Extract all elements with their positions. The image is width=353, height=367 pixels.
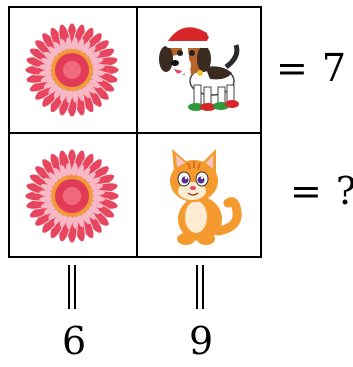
flower-inner-petal xyxy=(59,38,67,53)
row2-result: ? xyxy=(336,169,353,213)
flower-inner-petal xyxy=(39,70,54,77)
flower-inner-petal xyxy=(39,190,54,197)
flower-icon xyxy=(24,22,120,118)
row1-equation: =7 xyxy=(276,49,346,87)
col1-equals-sign xyxy=(66,265,78,309)
flower-inner-petal xyxy=(53,85,63,99)
flower-inner-petal xyxy=(89,57,104,65)
flower-inner-petal xyxy=(81,85,91,99)
flower-inner-petal xyxy=(59,87,68,102)
flower-inner-petal xyxy=(81,167,91,181)
row1-result: 7 xyxy=(321,46,347,90)
flower-inner-petal xyxy=(81,211,91,225)
flower-inner-petal xyxy=(71,37,78,52)
flower-inner-petal xyxy=(48,209,60,220)
flower-inner-petal xyxy=(71,163,78,178)
flower-inner-petal xyxy=(48,83,60,94)
dog-icon xyxy=(159,27,240,111)
equals-sign: = xyxy=(290,169,322,213)
flower-inner-petal xyxy=(90,63,105,70)
col2-equals-sign xyxy=(194,265,206,309)
col1-total: 6 xyxy=(62,319,87,363)
flower-inner-petal xyxy=(90,69,105,76)
flower-inner-petal xyxy=(43,205,57,215)
flower-inner-petal xyxy=(85,82,96,94)
cell-row1-col2 xyxy=(138,8,262,132)
flower-inner-petal xyxy=(59,213,68,228)
flower-inner-petal xyxy=(72,214,79,229)
flower-inner-petal xyxy=(89,183,104,191)
flower-inner-petal xyxy=(76,38,85,53)
flower-inner-petal xyxy=(76,164,85,179)
flower-icon xyxy=(24,148,120,244)
flower-inner-petal xyxy=(66,88,73,103)
flower-inner-petal xyxy=(90,189,105,196)
flower-inner-petal xyxy=(53,211,63,225)
puzzle-grid xyxy=(8,6,262,258)
cell-row1-col1 xyxy=(10,8,134,132)
flower-inner-petal xyxy=(85,208,96,220)
flower-inner-petal xyxy=(39,64,54,71)
flower-inner-petal xyxy=(84,46,96,57)
flower-inner-petal xyxy=(53,167,63,181)
flower-inner-petal xyxy=(77,87,85,102)
flower-inner-petal xyxy=(65,37,72,52)
flower-inner-petal xyxy=(87,205,101,215)
flower-inner-petal xyxy=(89,74,104,83)
flower-inner-petal xyxy=(53,41,63,55)
flower-inner-petal xyxy=(87,79,101,89)
flower-inner-petal xyxy=(48,172,59,184)
grid-divider-horizontal xyxy=(10,132,260,134)
col2-total: 9 xyxy=(189,319,214,363)
flower-inner-petal xyxy=(81,41,91,55)
cell-row2-col2 xyxy=(138,134,262,258)
flower-inner-petal xyxy=(43,177,57,187)
cat-icon xyxy=(170,149,242,245)
flower-inner-petal xyxy=(66,214,73,229)
flower-inner-petal xyxy=(59,164,67,179)
flower-inner-petal xyxy=(65,163,72,178)
flower-inner-petal xyxy=(87,177,101,187)
flower-inner-petal xyxy=(48,46,59,58)
flower-inner-petal xyxy=(40,183,55,192)
flower-inner-petal xyxy=(77,213,85,228)
flower-inner-petal xyxy=(72,88,79,103)
cell-row2-col1 xyxy=(10,134,134,258)
equals-sign: = xyxy=(276,46,308,90)
flower-inner-petal xyxy=(43,51,57,61)
flower-inner-petal xyxy=(90,195,105,202)
row2-equation: =? xyxy=(290,172,353,210)
flower-inner-petal xyxy=(43,79,57,89)
flower-inner-petal xyxy=(87,51,101,61)
flower-inner-petal xyxy=(89,200,104,209)
flower-inner-petal xyxy=(40,57,55,66)
flower-inner-petal xyxy=(84,172,96,183)
flower-inner-petal xyxy=(40,75,55,83)
flower-inner-petal xyxy=(39,196,54,203)
flower-inner-petal xyxy=(40,201,55,209)
